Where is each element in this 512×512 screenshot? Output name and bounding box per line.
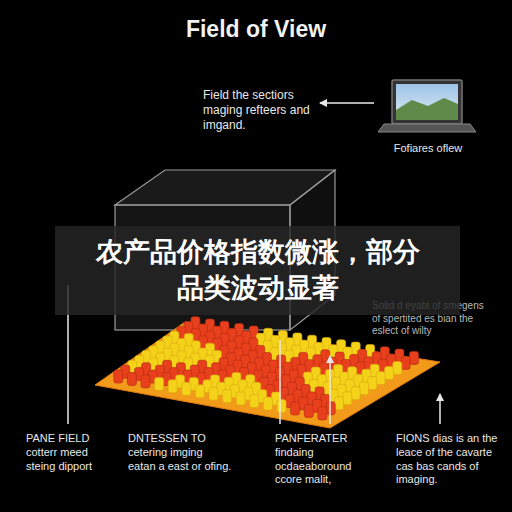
block [291,402,300,415]
block [318,407,327,420]
laptop-icon [378,80,476,132]
block [335,397,344,410]
annotation-text: PANFERATER findaing ocdaeaboround ccore … [275,432,379,487]
block [155,377,164,390]
annotation-text: DNTESSEN TO cetering imging eatan a east… [128,432,232,473]
block [209,387,218,400]
block [223,390,232,403]
diagram-title: Field of View [0,16,512,43]
annotation-text: Field the sectiors maging refteers and i… [203,88,315,133]
block [401,356,410,369]
block [277,400,286,413]
block [393,362,402,375]
block [368,377,377,390]
block [127,373,136,386]
block [410,351,419,364]
block [168,380,177,393]
block [263,397,272,410]
block [304,404,313,417]
platform [95,322,440,428]
block [250,395,259,408]
block [182,382,191,395]
block [141,375,150,388]
block [351,387,360,400]
block [236,392,245,405]
block [376,372,385,385]
annotation-text: FIONS dias is an the leace of the cavart… [396,432,500,487]
block [343,392,352,405]
block [385,367,394,380]
block [360,382,369,395]
block [195,385,204,398]
annotation-text: Fofiares oflew [378,142,478,156]
leader-arrow [320,102,374,104]
annotation-text: PANE FIELD cotterr meed steing dipport [26,432,118,473]
headline-text: 农产品价格指数微涨，部分品类波动显著 [91,234,423,307]
headline-band: 农产品价格指数微涨，部分品类波动显著 [55,226,460,315]
block [114,370,123,383]
